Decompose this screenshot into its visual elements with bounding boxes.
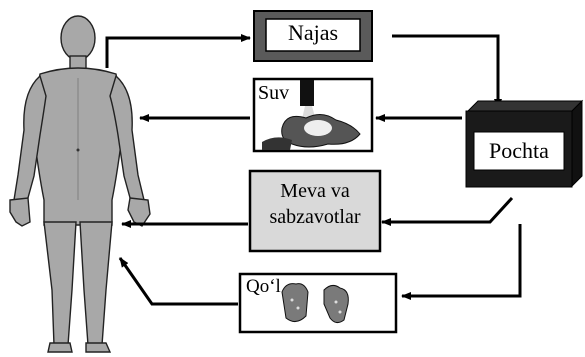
meva-label-line2: sabzavotlar xyxy=(250,206,380,229)
arrow-qol-to-human xyxy=(120,258,238,304)
suv-label: Suv xyxy=(258,82,289,105)
meva-label-line1: Meva va xyxy=(250,180,380,203)
arrow-pochta-to-meva xyxy=(382,198,512,222)
qol-label: Qo‘l xyxy=(246,276,281,298)
arrow-pochta-to-qol xyxy=(402,224,520,296)
arrow-human-to-najas xyxy=(107,38,250,68)
najas-label: Najas xyxy=(270,20,356,46)
pochta-label: Pochta xyxy=(476,138,562,164)
human-figure-icon xyxy=(10,16,150,352)
arrow-najas-to-pochta xyxy=(392,36,498,108)
